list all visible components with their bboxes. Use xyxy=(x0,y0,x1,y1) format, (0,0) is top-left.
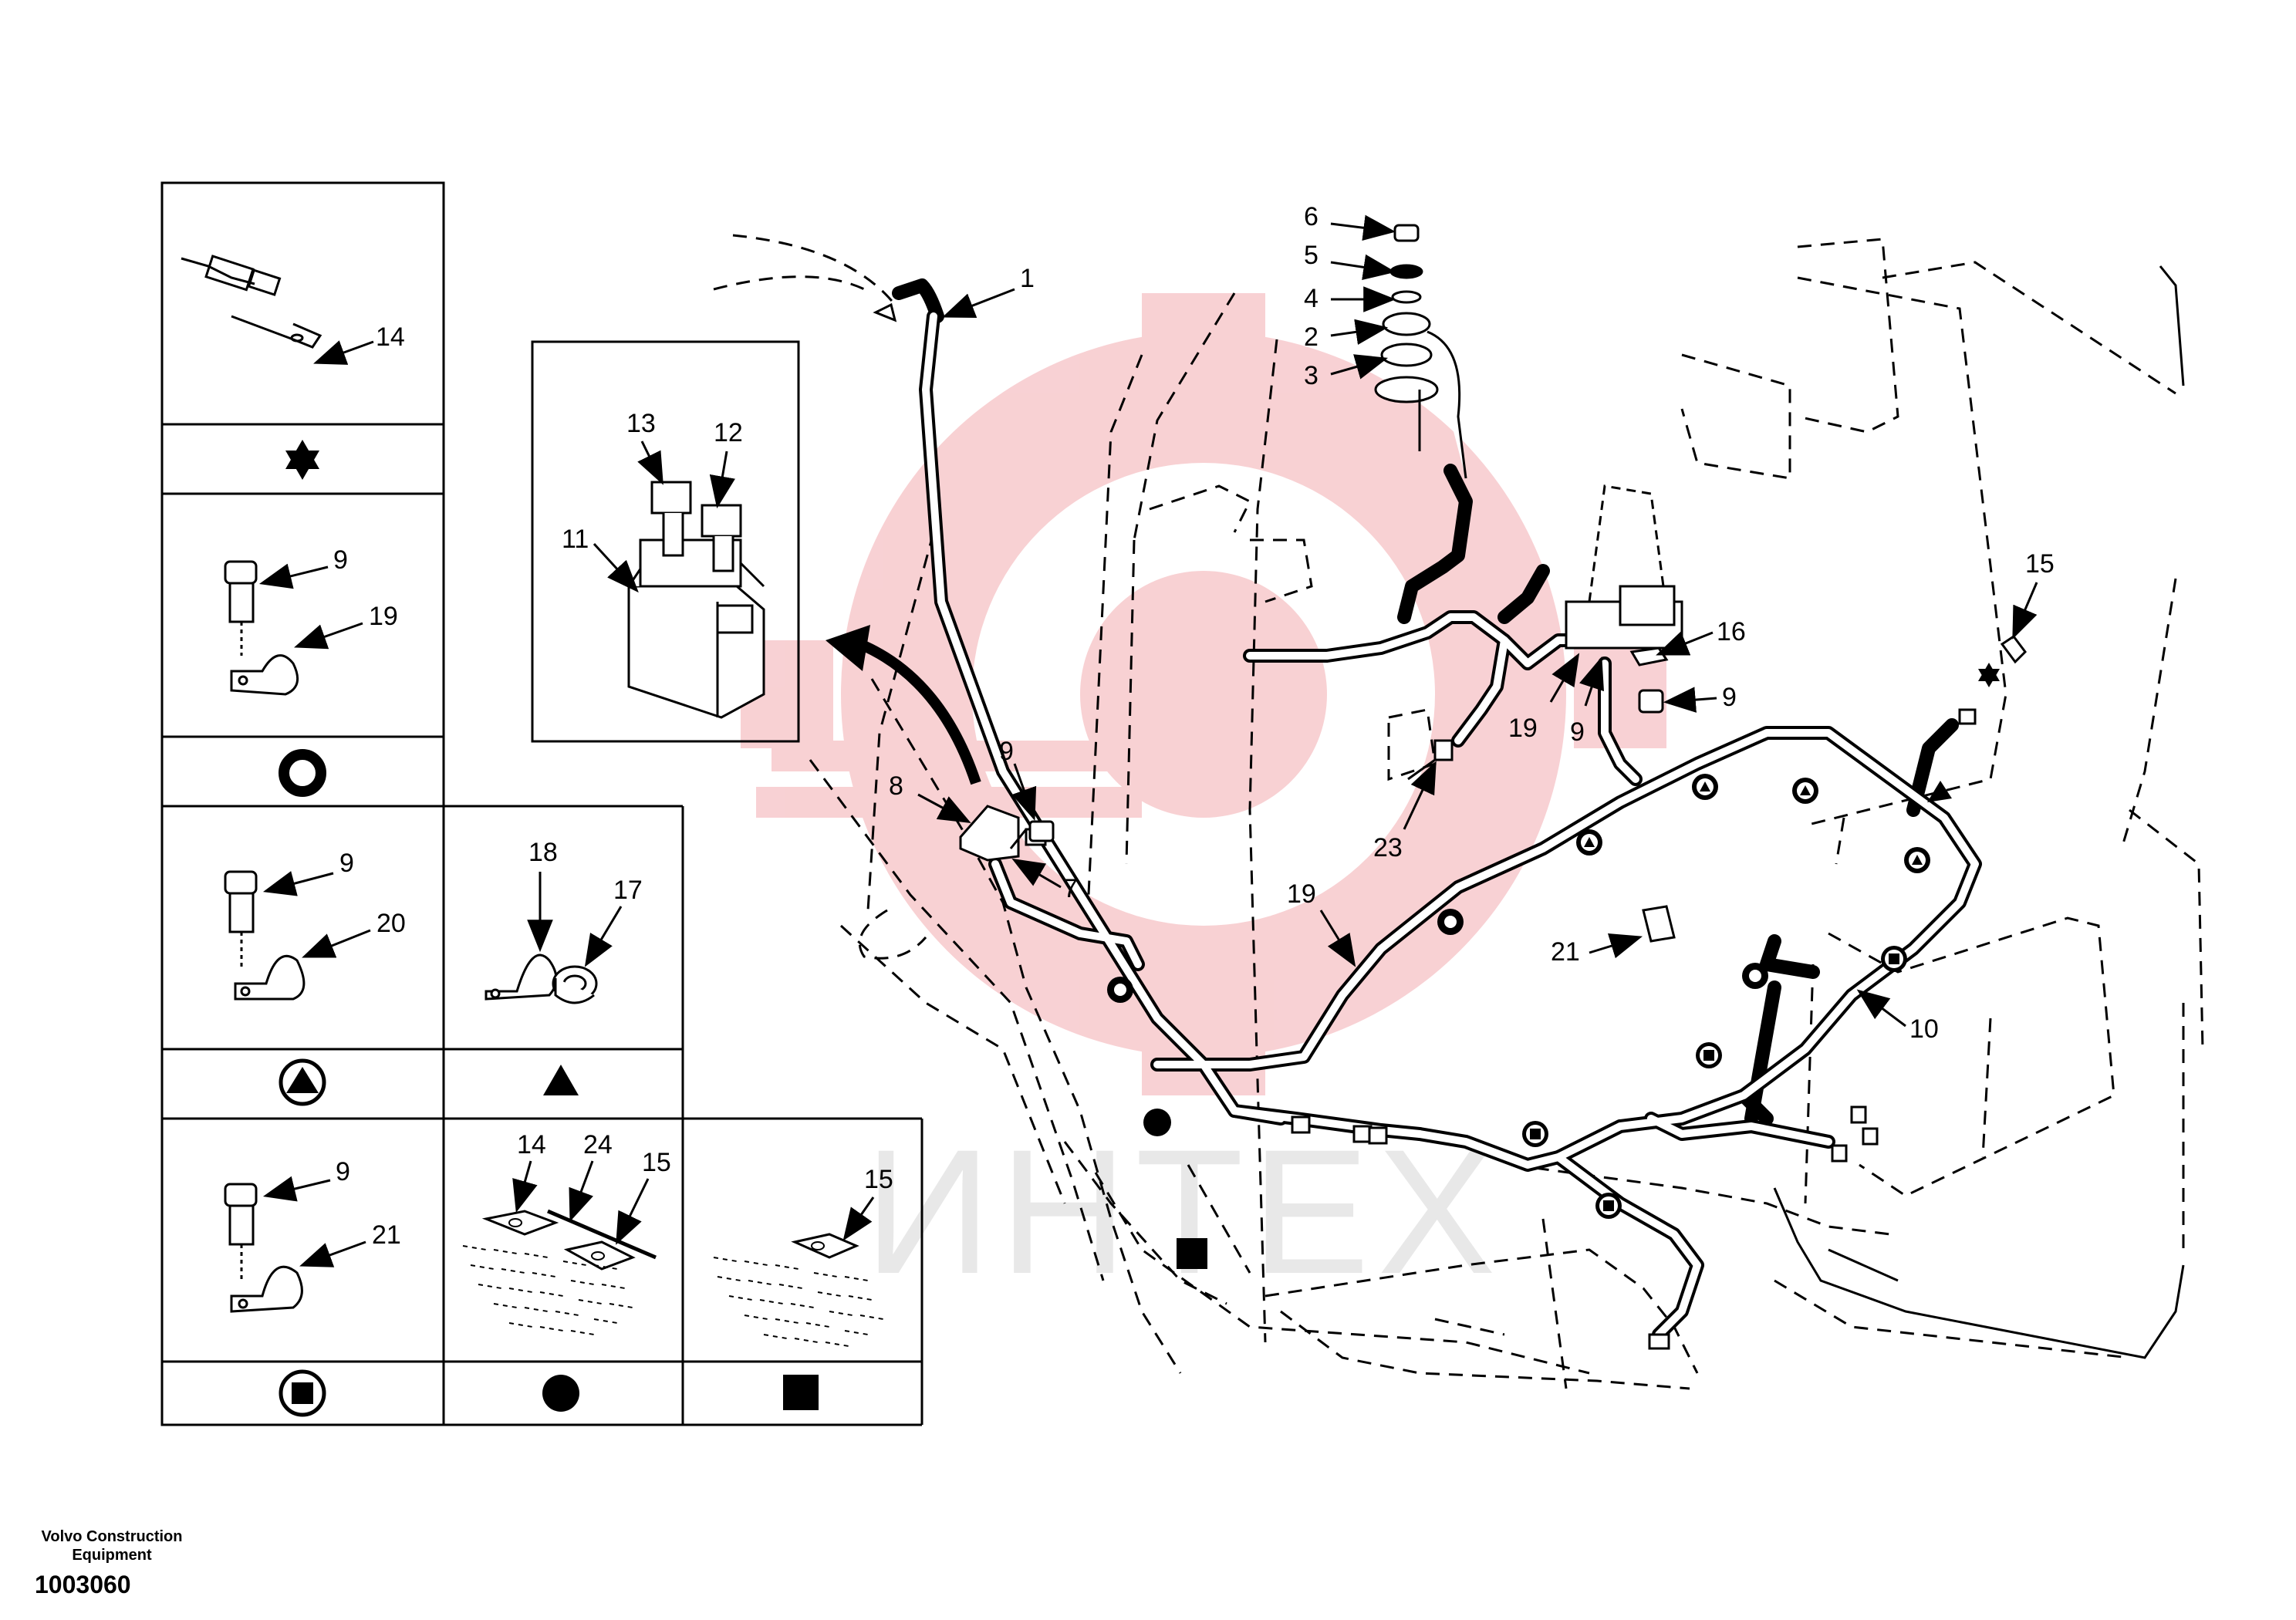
relay-drawing xyxy=(627,481,765,719)
machine-frame xyxy=(1773,265,2185,1359)
filled-square-icon xyxy=(783,1375,819,1410)
callout-labels: 1 6 5 4 2 3 8 9 7 15 16 9 19 9 23 19 21 … xyxy=(889,202,2055,1044)
inset-label-11: 11 xyxy=(562,525,589,554)
legend-cell-6-drawing xyxy=(462,1209,657,1335)
callout-label: 19 xyxy=(1287,879,1316,909)
circled-square-icon xyxy=(279,1369,326,1417)
harness-symbols xyxy=(1107,663,2000,1269)
callout-label: 8 xyxy=(889,771,903,801)
callout-label: 2 xyxy=(1304,322,1319,352)
callout-leaders xyxy=(917,214,2038,1028)
legend-cell-3-label-b: 20 xyxy=(376,909,406,938)
filled-triangle-icon xyxy=(543,1065,579,1095)
legend-cell-1-label-a: 14 xyxy=(376,322,405,352)
legend-cell-6-label-a: 14 xyxy=(517,1130,546,1159)
footer-org-line-2: Equipment xyxy=(72,1547,152,1564)
legend-cell-4-drawing xyxy=(485,953,598,1004)
watermark-gear-logo xyxy=(741,293,1666,1095)
legend-cell-3-drawing xyxy=(224,870,306,1001)
legend-cell-4-label-b: 17 xyxy=(613,876,643,905)
detail-inset-frame xyxy=(531,340,800,743)
callout-label: 16 xyxy=(1717,617,1746,646)
callout-label: 4 xyxy=(1304,284,1319,313)
legend-cell-2-drawing xyxy=(224,560,299,696)
filled-circle-icon xyxy=(542,1375,579,1412)
legend-cell-6-label-b: 24 xyxy=(583,1130,613,1159)
callout-label: 1 xyxy=(1020,264,1035,293)
inset-label-12: 12 xyxy=(714,418,743,447)
callout-label: 15 xyxy=(2025,549,2055,579)
legend-cell-6-label-c: 15 xyxy=(642,1148,671,1177)
legend-cell-3-label-a: 9 xyxy=(339,849,354,878)
legend-cell-7-drawing xyxy=(713,1233,884,1347)
callout-label: 3 xyxy=(1304,361,1319,390)
callout-label: 9 xyxy=(999,737,1014,766)
star-of-david-icon xyxy=(285,440,319,480)
harness-components xyxy=(873,224,2027,1350)
legend-cell-2-label-b: 19 xyxy=(369,602,398,631)
callout-label: 21 xyxy=(1551,937,1580,967)
detail-pointer-arrow xyxy=(858,639,981,785)
legend-cell-4-label-a: 18 xyxy=(528,838,558,867)
footer-org-line-1: Volvo Construction xyxy=(41,1528,183,1545)
callout-label: 19 xyxy=(1508,714,1538,743)
inset-label-13: 13 xyxy=(626,409,656,438)
callout-label: 10 xyxy=(1909,1014,1939,1044)
callout-label: 23 xyxy=(1373,833,1403,862)
callout-label: 9 xyxy=(1722,683,1737,712)
legend-cell-5-drawing xyxy=(224,1183,303,1313)
callout-label: 7 xyxy=(1063,874,1078,903)
circled-triangle-icon xyxy=(279,1058,326,1106)
legend-cell-2-label-a: 9 xyxy=(333,545,348,575)
drawing-number: 1003060 xyxy=(35,1571,131,1598)
legend-cell-7-label-a: 15 xyxy=(864,1165,893,1194)
legend-cell-1-drawing xyxy=(181,255,322,349)
callout-label: 6 xyxy=(1304,202,1319,231)
legend-cell-5-label-a: 9 xyxy=(336,1157,350,1186)
callout-label: 5 xyxy=(1304,241,1319,270)
legend-table xyxy=(160,181,923,1426)
legend-cell-5-label-b: 21 xyxy=(372,1220,401,1250)
detail-pointer-arrowhead xyxy=(826,625,870,671)
circled-ring-icon xyxy=(279,749,326,797)
callout-label: 9 xyxy=(1570,717,1585,747)
